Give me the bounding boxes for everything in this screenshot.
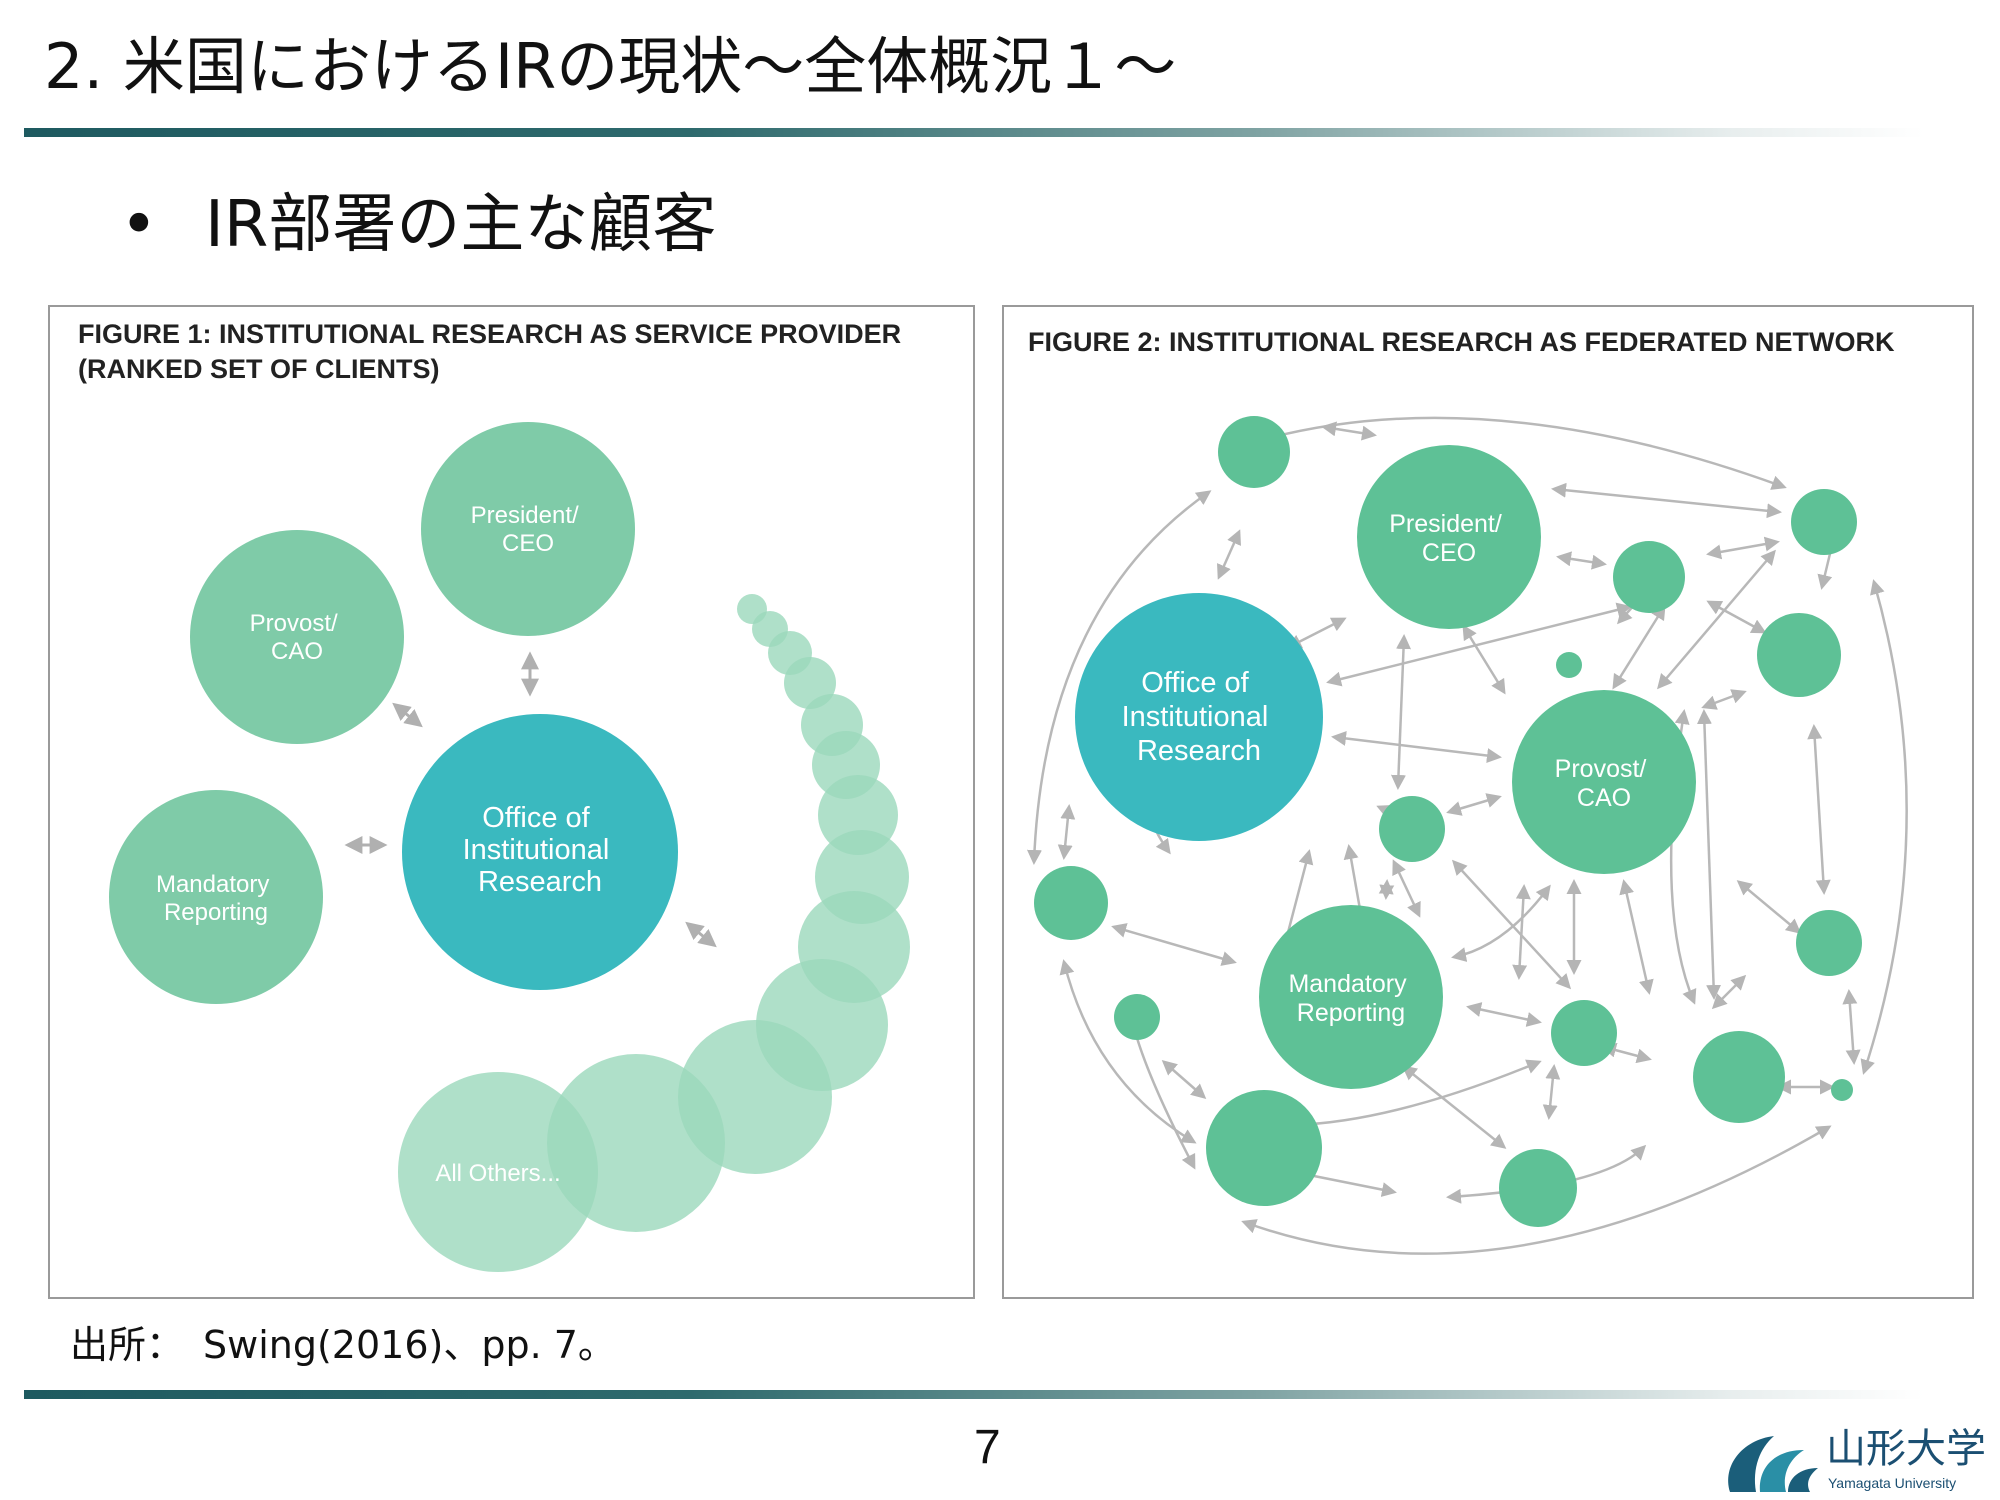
network-node bbox=[1206, 1090, 1322, 1206]
provost-label: Provost/ CAO bbox=[250, 610, 345, 665]
footer-divider bbox=[24, 1390, 1924, 1399]
slide-title: 2. 米国におけるIRの現状～全体概況１～ bbox=[44, 30, 1177, 103]
provost-node-label: Provost/ CAO bbox=[1555, 755, 1654, 812]
figure1-arrows bbox=[344, 651, 717, 948]
provost-node-label-line: CAO bbox=[1577, 784, 1631, 812]
mandatory-label: Mandatory Reporting bbox=[156, 871, 276, 926]
logo-name-jp: 山形大学 bbox=[1826, 1426, 1986, 1472]
logo-name-en: Yamagata University bbox=[1828, 1475, 1957, 1491]
mandatory-node bbox=[1259, 905, 1443, 1089]
logo-mark-icon bbox=[1728, 1436, 1818, 1492]
mandatory-circle bbox=[109, 790, 323, 1004]
bullet-text: IR部署の主な顧客 bbox=[205, 188, 717, 262]
provost-circle bbox=[190, 530, 404, 744]
figure1-title: FIGURE 1: INSTITUTIONAL RESEARCH AS SERV… bbox=[78, 319, 902, 384]
source-citation: 出所： Swing(2016)、pp. 7。 bbox=[70, 1323, 616, 1367]
figure1-diagram: President/ CEO Provost/ CAO Mandatory Re… bbox=[109, 422, 910, 1272]
others-circle bbox=[398, 1072, 598, 1272]
office-label: Office of Institutional Research bbox=[463, 802, 618, 898]
network-node bbox=[1556, 652, 1582, 678]
office-node-label-line: Research bbox=[1137, 735, 1261, 767]
office-node-label-line: Office of bbox=[1141, 667, 1249, 699]
mandatory-label-line: Mandatory bbox=[156, 871, 269, 898]
president-node bbox=[1357, 445, 1541, 629]
network-node bbox=[1693, 1031, 1785, 1123]
network-node bbox=[1831, 1079, 1853, 1101]
mandatory-node-label-line: Reporting bbox=[1297, 999, 1405, 1027]
bullet-symbol: • bbox=[120, 188, 158, 262]
provost-label-line: CAO bbox=[271, 638, 323, 665]
network-node bbox=[1551, 1000, 1617, 1066]
president-label-line: CEO bbox=[502, 530, 554, 557]
network-node bbox=[1034, 866, 1108, 940]
figure2-nodes bbox=[1034, 416, 1862, 1227]
office-label-line: Office of bbox=[482, 802, 590, 834]
network-node bbox=[1379, 796, 1445, 862]
mandatory-label-line: Reporting bbox=[164, 899, 268, 926]
others-label: All Others... bbox=[435, 1160, 560, 1187]
office-circle bbox=[402, 714, 678, 990]
figure2-title: FIGURE 2: INSTITUTIONAL RESEARCH AS FEDE… bbox=[1028, 327, 1895, 357]
figure1-panel: FIGURE 1: INSTITUTIONAL RESEARCH AS SERV… bbox=[48, 305, 975, 1299]
network-node bbox=[1613, 541, 1685, 613]
university-logo: 山形大学 Yamagata University bbox=[1722, 1426, 1992, 1500]
president-node-label: President/ CEO bbox=[1389, 510, 1509, 567]
office-node-label: Office of Institutional Research bbox=[1122, 667, 1277, 767]
president-label-line: President/ bbox=[471, 502, 579, 529]
president-node-label-line: CEO bbox=[1422, 539, 1476, 567]
office-node bbox=[1075, 593, 1323, 841]
provost-label-line: Provost/ bbox=[250, 610, 338, 637]
president-node-label-line: President/ bbox=[1389, 510, 1502, 538]
office-node-label-line: Institutional bbox=[1122, 701, 1269, 733]
bullet-item: • IR部署の主な顧客 bbox=[120, 180, 716, 270]
network-node bbox=[1499, 1149, 1577, 1227]
title-divider bbox=[24, 128, 1924, 137]
mandatory-node-label: Mandatory Reporting bbox=[1288, 970, 1413, 1027]
office-label-line: Research bbox=[478, 866, 602, 898]
president-label: President/ CEO bbox=[471, 502, 586, 557]
network-node bbox=[1218, 416, 1290, 488]
network-node bbox=[1791, 489, 1857, 555]
figure2-panel: FIGURE 2: INSTITUTIONAL RESEARCH AS FEDE… bbox=[1002, 305, 1974, 1299]
network-node bbox=[1114, 994, 1160, 1040]
others-ranked-circles bbox=[398, 594, 910, 1272]
provost-node-label-line: Provost/ bbox=[1555, 755, 1647, 783]
page-number: 7 bbox=[974, 1421, 1001, 1474]
office-label-line: Institutional bbox=[463, 834, 610, 866]
network-node bbox=[1757, 613, 1841, 697]
provost-node bbox=[1512, 690, 1696, 874]
president-circle bbox=[421, 422, 635, 636]
network-node bbox=[1796, 910, 1862, 976]
figure2-diagram: President/ CEO Provost/ CAO Mandatory Re… bbox=[1026, 416, 1908, 1255]
mandatory-node-label-line: Mandatory bbox=[1288, 970, 1407, 998]
